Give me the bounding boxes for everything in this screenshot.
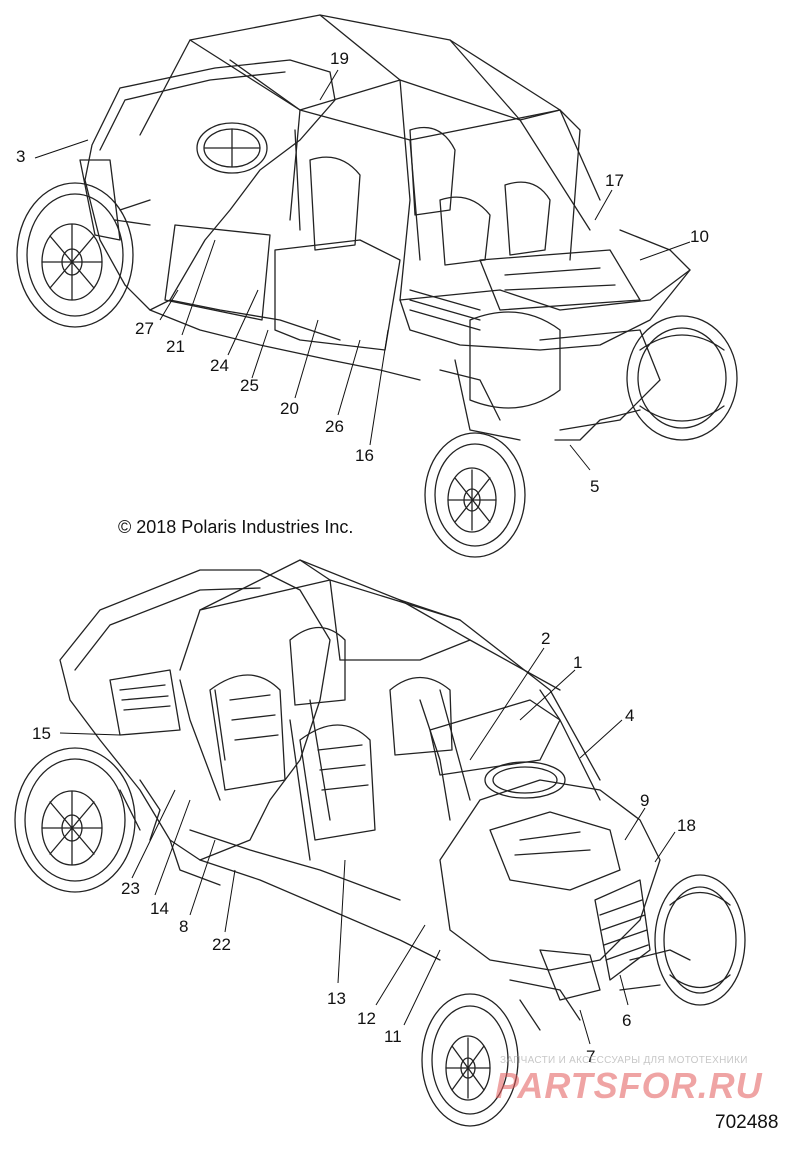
bottom-rear-left-wheel: [14, 747, 136, 893]
callout-8[interactable]: 8: [179, 917, 189, 936]
callout-22[interactable]: 22: [212, 935, 231, 954]
watermark-brand: PARTSFOR.RU: [495, 1065, 763, 1106]
callout-9[interactable]: 9: [640, 791, 650, 810]
callout-23[interactable]: 23: [121, 879, 140, 898]
callout-24[interactable]: 24: [210, 356, 229, 375]
top-front-wheel: [16, 182, 134, 328]
top-front-right-wheel: [424, 432, 526, 558]
callout-14[interactable]: 14: [150, 899, 169, 918]
callout-11[interactable]: 11: [384, 1027, 402, 1046]
callout-3[interactable]: 3: [16, 147, 26, 166]
callout-12[interactable]: 12: [357, 1009, 376, 1028]
top-vehicle-illustration: [16, 14, 738, 558]
callout-17[interactable]: 17: [605, 171, 624, 190]
callout-25[interactable]: 25: [240, 376, 259, 395]
callout-27[interactable]: 27: [135, 319, 154, 338]
bottom-front-left-wheel: [654, 874, 746, 1006]
callout-20[interactable]: 20: [280, 399, 299, 418]
callout-1[interactable]: 1: [573, 653, 583, 672]
bottom-front-right-wheel: [421, 993, 519, 1127]
callout-4[interactable]: 4: [625, 706, 635, 725]
callout-19[interactable]: 19: [330, 49, 349, 68]
callout-15[interactable]: 15: [32, 724, 51, 743]
callout-18[interactable]: 18: [677, 816, 696, 835]
top-rear-wheel: [626, 315, 738, 441]
watermark: ЗАПЧАСТИ И АКСЕССУАРЫ ДЛЯ МОТОТЕХНИКИ PA…: [490, 1055, 800, 1115]
callout-6[interactable]: 6: [622, 1011, 632, 1030]
bottom-vehicle-illustration: [14, 559, 746, 1127]
callout-16[interactable]: 16: [355, 446, 374, 465]
callout-7[interactable]: 7: [586, 1047, 596, 1066]
callout-10[interactable]: 10: [690, 227, 709, 246]
callout-13[interactable]: 13: [327, 989, 346, 1008]
leader-lines: [34, 69, 691, 1045]
callout-26[interactable]: 26: [325, 417, 344, 436]
watermark-tagline: ЗАПЧАСТИ И АКСЕССУАРЫ ДЛЯ МОТОТЕХНИКИ: [500, 1055, 748, 1066]
diagram-number: 702488: [715, 1112, 779, 1133]
callout-5[interactable]: 5: [590, 477, 600, 496]
callout-2[interactable]: 2: [541, 629, 551, 648]
copyright-notice: © 2018 Polaris Industries Inc.: [118, 517, 354, 537]
callout-21[interactable]: 21: [166, 337, 185, 356]
